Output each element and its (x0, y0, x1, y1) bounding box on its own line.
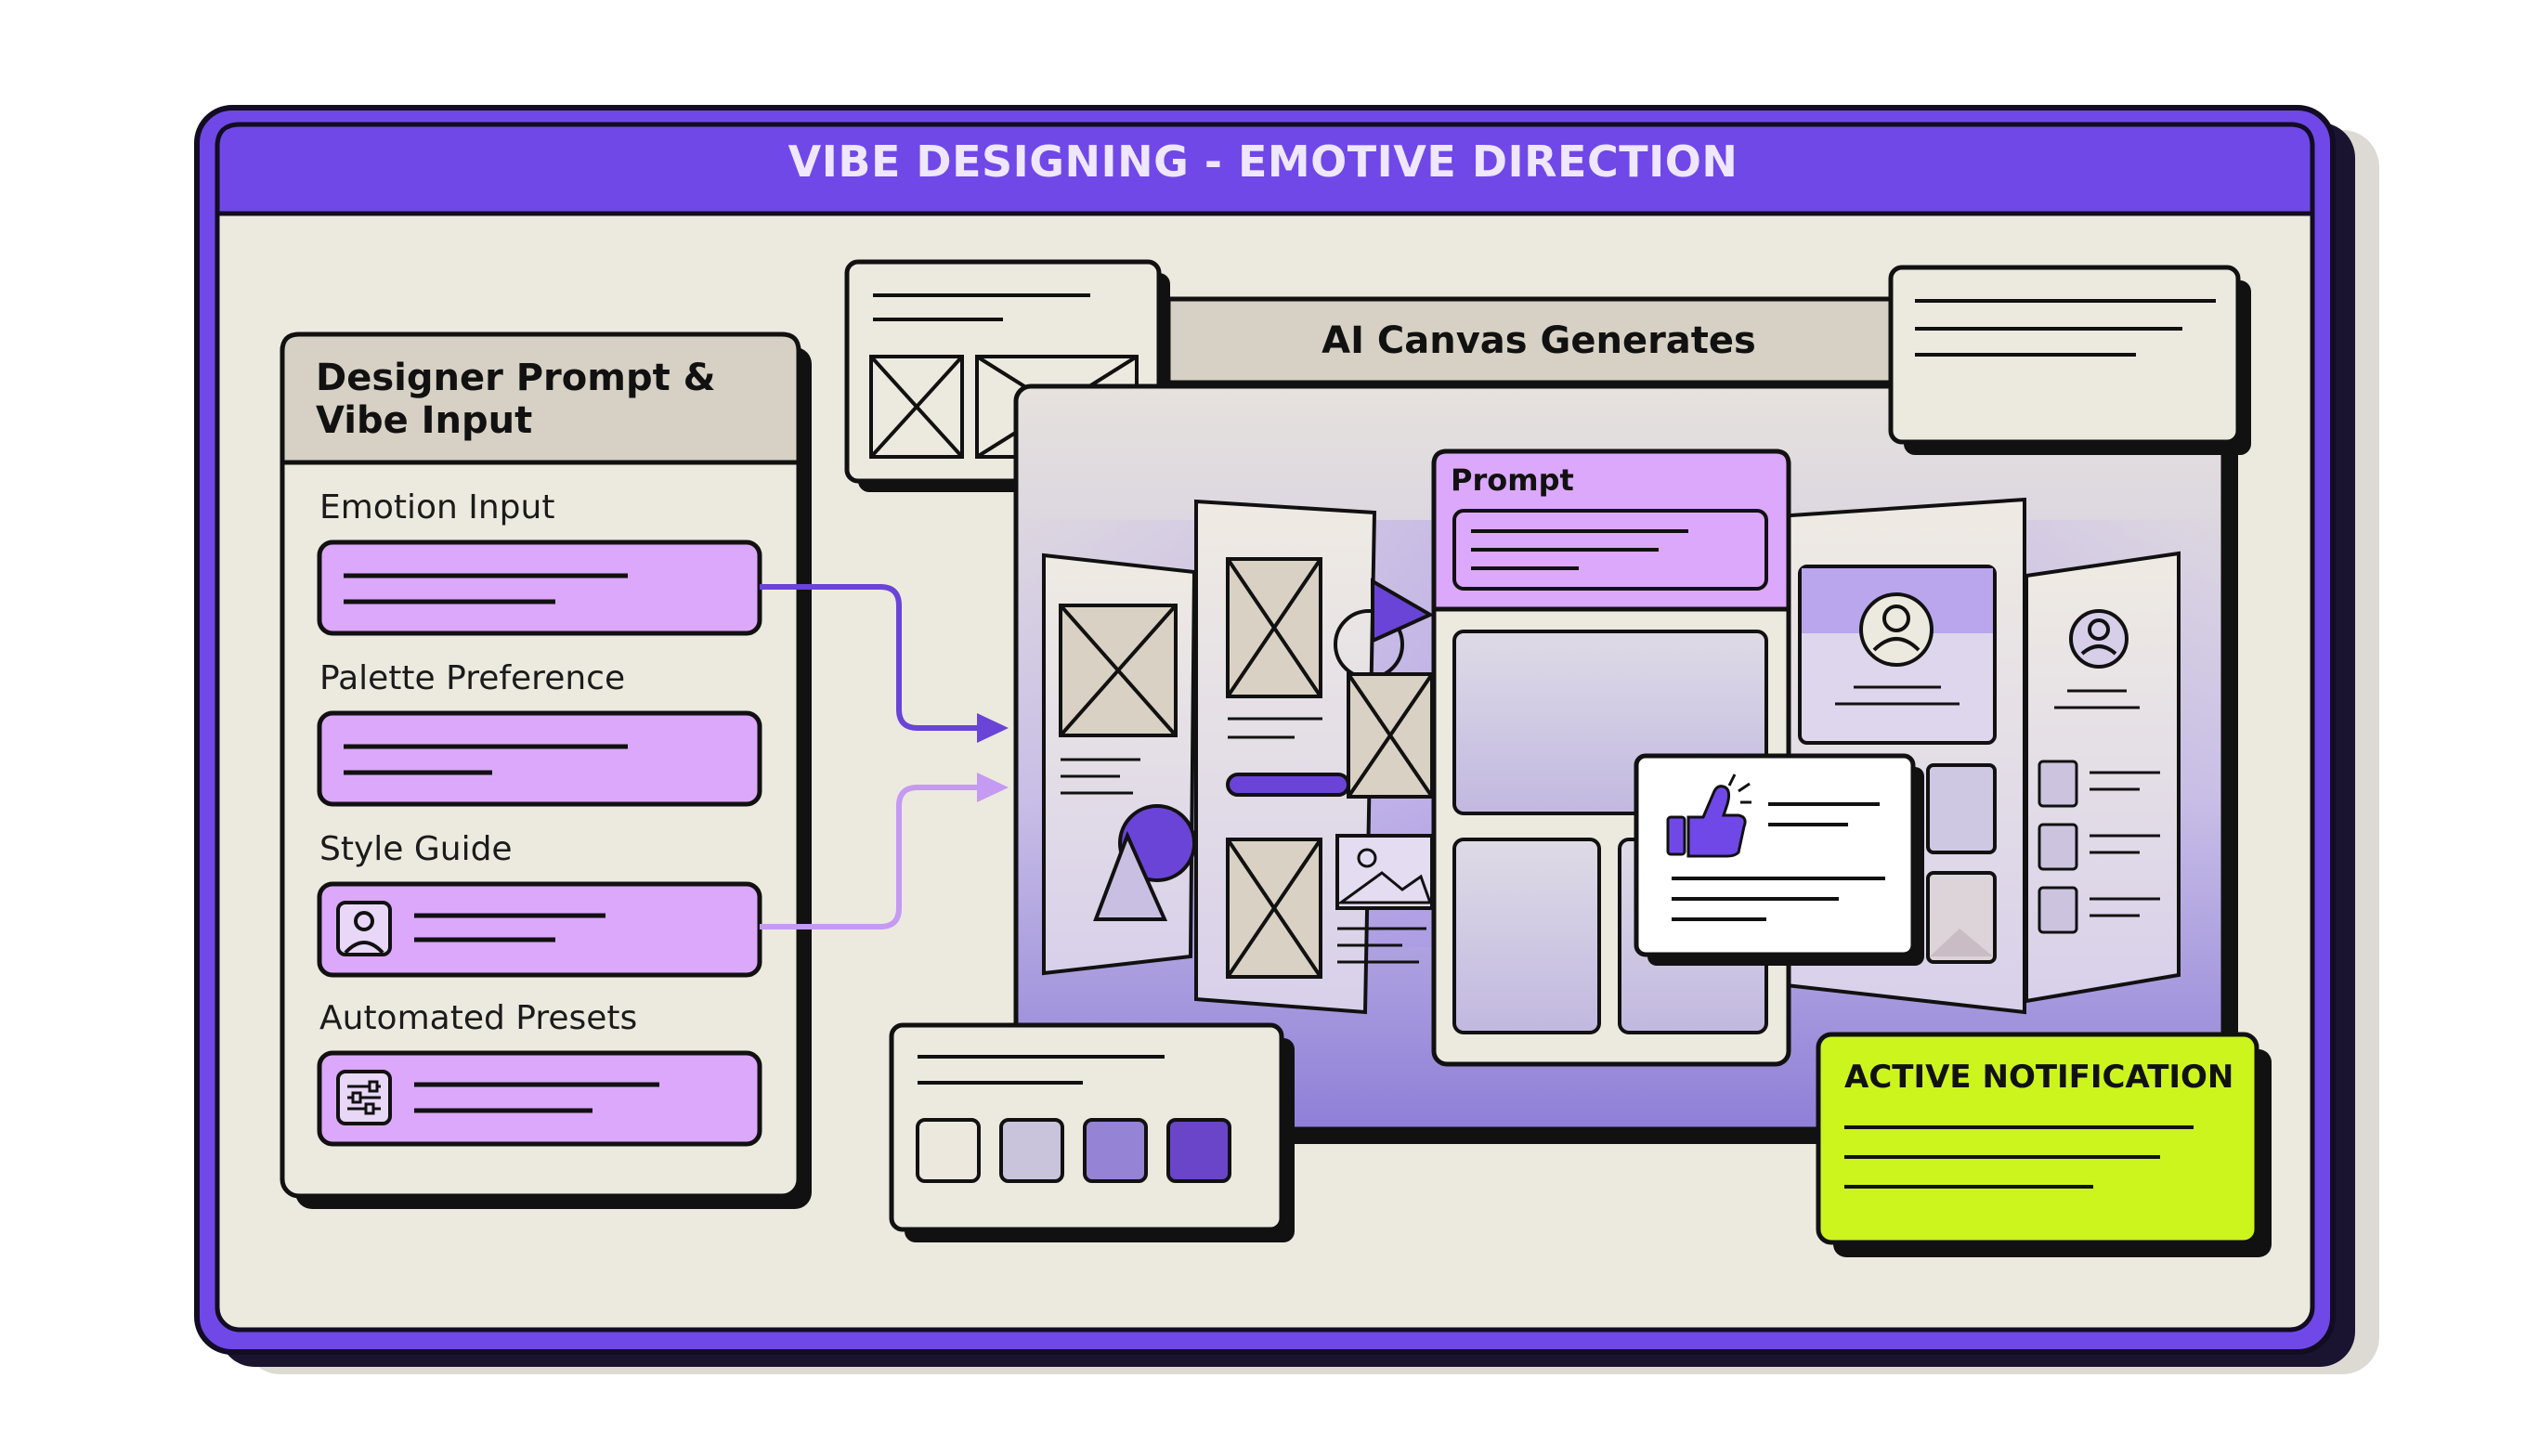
sliders-icon (338, 1072, 390, 1124)
palette-preference-field[interactable] (319, 713, 760, 804)
palette-field-box (317, 710, 762, 807)
palette-swatch[interactable] (916, 1118, 981, 1183)
palette-swatch[interactable] (999, 1118, 1064, 1183)
image-icon (338, 903, 390, 955)
page-title: VIBE DESIGNING - EMOTIVE DIRECTION (788, 136, 1738, 187)
palette-swatch[interactable] (1083, 1118, 1148, 1183)
text-card-top-right (1888, 265, 2251, 455)
popup-lines (1672, 802, 1885, 921)
automated-presets-label: Automated Presets (319, 999, 638, 1037)
input-panel-title: Designer Prompt & Vibe Input (316, 357, 716, 442)
notification-card (1816, 1032, 2272, 1257)
style-guide-label: Style Guide (319, 830, 513, 868)
emotion-input-label: Emotion Input (319, 488, 555, 526)
connector-arrows (760, 584, 1009, 930)
prompt-label: Prompt (1451, 462, 1574, 498)
ai-canvas-banner (1165, 296, 1912, 385)
emotion-input-field[interactable] (319, 542, 760, 633)
input-panel (280, 332, 812, 1209)
palette-swatch[interactable] (1166, 1118, 1231, 1183)
ai-canvas-banner-label: AI Canvas Generates (1322, 319, 1756, 362)
thumbs-up-icon (1666, 774, 1751, 858)
notification-title: ACTIVE NOTIFICATION (1844, 1059, 2234, 1096)
palette-preference-label: Palette Preference (319, 659, 626, 697)
emotion-field-box (317, 540, 762, 636)
presets-field-box (317, 1050, 762, 1147)
palette-swatches (916, 1118, 1231, 1183)
